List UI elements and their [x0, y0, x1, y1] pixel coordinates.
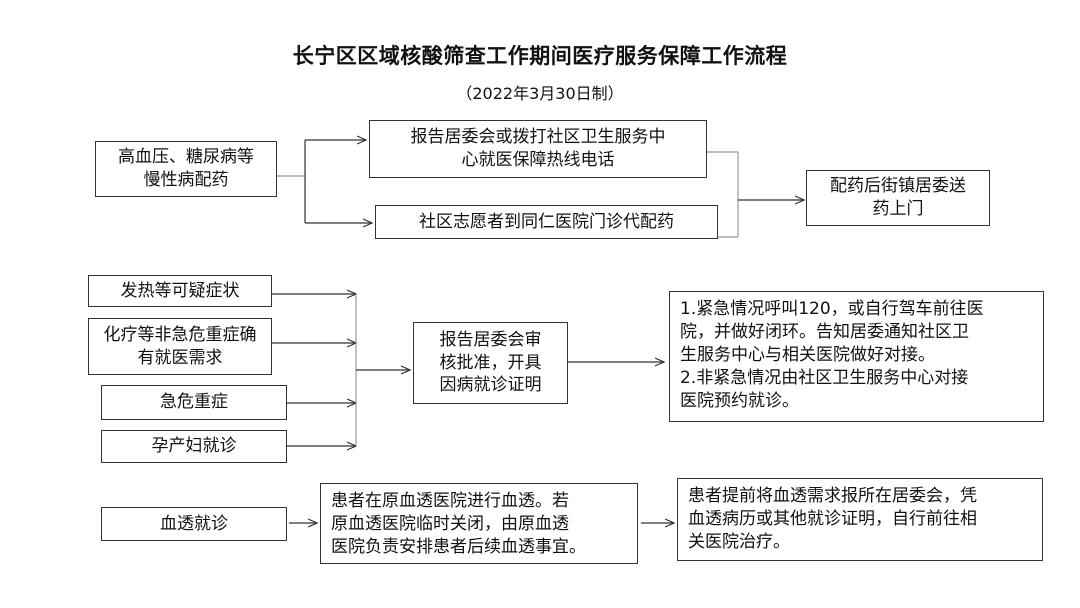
chronic-disease-line-2: 慢性病配药 — [143, 170, 229, 190]
report-hotline-line-1: 报告居委会或拨打社区卫生服务中 — [410, 127, 666, 148]
dialysis-step-line-3: 医院负责安排患者后续血透事宜。 — [331, 536, 586, 557]
approval-certificate-box: 报告居委会审 核批准，开具 因病就诊证明 — [413, 322, 568, 404]
outcome-line-1: 1.紧急情况呼叫120，或自行驾车前往医 — [680, 299, 984, 319]
dialysis-outcome-line-2: 血透病历或其他就诊证明，自行前往相 — [688, 508, 977, 529]
dialysis-box: 血透就诊 — [101, 507, 287, 541]
home-delivery-box: 配药后街镇居委送 药上门 — [806, 170, 990, 226]
page-subtitle: （2022年3月30日制） — [456, 84, 624, 103]
chronic-disease-line-1: 高血压、糖尿病等 — [118, 147, 254, 168]
report-hotline-line-2: 心就医保障热线电话 — [461, 150, 615, 170]
treatment-outcome-box: 1.紧急情况呼叫120，或自行驾车前往医 院，并做好闭环。告知居委通知社区卫 生… — [669, 291, 1044, 422]
home-delivery-line-1: 配药后街镇居委送 — [830, 176, 966, 197]
chemo-need-line-1: 化疗等非急危重症确 — [103, 324, 257, 345]
volunteer-pickup-box: 社区志愿者到同仁医院门诊代配药 — [375, 205, 718, 239]
approval-line-2: 核批准，开具 — [439, 352, 542, 373]
emergency-box: 急危重症 — [101, 385, 287, 420]
page-title: 长宁区区域核酸筛查工作期间医疗服务保障工作流程 — [292, 44, 788, 68]
approval-line-1: 报告居委会审 — [439, 329, 542, 350]
outcome-line-4: 2.非紧急情况由社区卫生服务中心对接 — [680, 367, 969, 388]
dialysis-step-line-2: 原血透医院临时关闭，由原血透 — [331, 513, 569, 534]
dialysis-outcome-line-1: 患者提前将血透需求报所在居委会，凭 — [688, 486, 977, 506]
outcome-line-3: 生服务中心与相关医院做好对接。 — [680, 344, 935, 365]
outcome-line-2: 院，并做好闭环。告知居委通知社区卫 — [680, 321, 969, 342]
fever-symptoms-box: 发热等可疑症状 — [88, 275, 272, 307]
report-hotline-box: 报告居委会或拨打社区卫生服务中 心就医保障热线电话 — [369, 120, 707, 178]
outcome-line-5: 医院预约就诊。 — [680, 390, 799, 411]
dialysis-arrangement-box: 患者在原血透医院进行血透。若 原血透医院临时关闭，由原血透 医院负责安排患者后续… — [320, 483, 638, 564]
chemo-need-box: 化疗等非急危重症确 有就医需求 — [88, 318, 272, 375]
chemo-need-line-2: 有就医需求 — [137, 347, 223, 368]
chronic-disease-box: 高血压、糖尿病等 慢性病配药 — [95, 141, 277, 197]
approval-line-3: 因病就诊证明 — [439, 375, 542, 396]
home-delivery-line-2: 药上门 — [872, 199, 924, 219]
dialysis-outcome-line-3: 关医院治疗。 — [688, 531, 790, 552]
pregnancy-box: 孕产妇就诊 — [101, 430, 287, 463]
dialysis-step-line-1: 患者在原血透医院进行血透。若 — [331, 491, 569, 511]
dialysis-self-travel-box: 患者提前将血透需求报所在居委会，凭 血透病历或其他就诊证明，自行前往相 关医院治… — [677, 478, 1043, 561]
